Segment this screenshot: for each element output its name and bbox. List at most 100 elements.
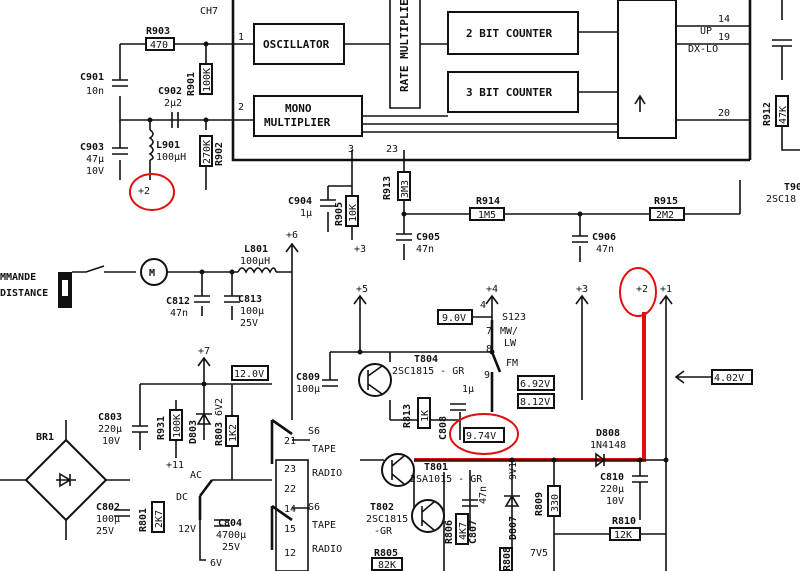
rail-plus2: +2: [636, 284, 648, 295]
label-12v: 12V: [178, 524, 196, 535]
svg-text:4.02V: 4.02V: [714, 373, 744, 384]
svg-text:47n: 47n: [596, 244, 614, 255]
svg-text:C808: C808: [438, 416, 449, 440]
svg-text:100µH: 100µH: [240, 256, 270, 267]
r803: 1K2 R803: [214, 415, 239, 447]
svg-text:330: 330: [550, 494, 561, 512]
svg-text:TAPE: TAPE: [312, 520, 336, 531]
svg-text:47n: 47n: [170, 308, 188, 319]
svg-text:R914: R914: [476, 196, 500, 207]
commande-connector: MMANDE DISTANCE: [0, 265, 136, 308]
v9-74-box: 9.74V: [463, 427, 505, 443]
svg-text:2M2: 2M2: [656, 210, 674, 221]
svg-text:R809: R809: [534, 492, 545, 516]
c903: C903 47µ 10V: [80, 142, 128, 177]
svg-text:D807: D807: [508, 516, 519, 540]
svg-text:9.0V: 9.0V: [442, 313, 466, 324]
c809: C809 100µ: [296, 372, 338, 395]
svg-text:LW: LW: [504, 338, 517, 349]
svg-text:25V: 25V: [96, 526, 114, 537]
right-logic-block: UP DX-LO 14 19 20: [617, 0, 750, 139]
svg-text:C810: C810: [600, 472, 624, 483]
svg-text:10V: 10V: [606, 496, 624, 507]
svg-text:2SC18: 2SC18: [766, 194, 796, 205]
svg-text:2SC1815: 2SC1815: [366, 514, 408, 525]
c902: C902 2µ2: [158, 86, 182, 128]
svg-text:C906: C906: [592, 232, 616, 243]
svg-text:R801: R801: [138, 508, 149, 532]
pin-2: 2: [238, 102, 244, 113]
svg-text:82K: 82K: [378, 560, 396, 571]
v9-0-box: 9.0V: [437, 309, 492, 325]
svg-text:S6: S6: [308, 426, 320, 437]
svg-text:100K: 100K: [202, 68, 213, 92]
svg-text:T801: T801: [424, 462, 448, 473]
motor: M: [140, 258, 168, 286]
rate-multiplier-label: RATE MULTIPLIER: [398, 0, 411, 92]
svg-text:R905: R905: [334, 202, 345, 226]
svg-text:R912: R912: [762, 102, 773, 126]
t801: T801 2SA1015 - GR: [381, 453, 483, 487]
rails: +5 +4 +3 +2 +1 +7 +11: [166, 284, 673, 571]
svg-text:S6: S6: [308, 502, 320, 513]
c808: 1µ C808: [438, 384, 474, 440]
svg-text:25V: 25V: [240, 318, 258, 329]
svg-text:100µ: 100µ: [240, 306, 264, 317]
svg-text:R915: R915: [654, 196, 678, 207]
svg-text:RADIO: RADIO: [312, 544, 342, 555]
svg-text:C812: C812: [166, 296, 190, 307]
svg-text:21: 21: [284, 436, 296, 447]
three-bit-counter-block: 3 BIT COUNTER: [447, 71, 579, 113]
br1-bridge: BR1: [0, 420, 130, 540]
multiplier-label: MULTIPLIER: [264, 116, 331, 129]
svg-text:R803: R803: [214, 422, 225, 446]
c810: C810 220µ 10V: [600, 460, 648, 520]
svg-text:8.12V: 8.12V: [520, 397, 550, 408]
label-6v: 6V: [210, 558, 222, 569]
svg-text:220µ: 220µ: [98, 424, 122, 435]
svg-text:23: 23: [284, 464, 296, 475]
svg-text:470: 470: [150, 40, 168, 51]
three-bit-counter-label: 3 BIT COUNTER: [466, 86, 552, 99]
dxlo-label: DX-LO: [688, 44, 718, 55]
c906: C906 47n: [572, 232, 616, 255]
svg-text:T804: T804: [414, 354, 438, 365]
svg-text:1K2: 1K2: [228, 424, 239, 442]
t802: T802 2SC1815 -GR: [366, 499, 445, 537]
svg-text:10V: 10V: [86, 166, 104, 177]
svg-text:R806: R806: [444, 520, 455, 544]
rail-plus6: +6: [286, 230, 298, 241]
svg-text:C803: C803: [98, 412, 122, 423]
svg-text:-GR: -GR: [374, 526, 393, 537]
svg-text:R913: R913: [382, 176, 393, 200]
red-circle-plus2-left: [129, 173, 175, 211]
svg-text:C813: C813: [238, 294, 262, 305]
svg-text:T90: T90: [784, 182, 800, 193]
svg-text:T802: T802: [370, 502, 394, 513]
rail-plus5: +5: [356, 284, 368, 295]
r905: 10K R905 +3: [334, 195, 366, 255]
s6-switch-block: S6 TAPE RADIO 21 23 22 S6 TAPE RADIO 14 …: [270, 418, 342, 571]
label-7v5: 7V5: [530, 548, 548, 559]
svg-text:D803: D803: [188, 420, 199, 444]
r806: 4K7 R806: [444, 513, 469, 545]
c901: C901 10n: [80, 72, 128, 97]
svg-text:22: 22: [284, 484, 296, 495]
r903: 470 R903: [145, 26, 175, 51]
svg-text:1N4148: 1N4148: [590, 440, 626, 451]
svg-text:MMANDE: MMANDE: [0, 272, 36, 283]
svg-text:4: 4: [480, 300, 486, 311]
t804: T804 2SC1815 - GR: [358, 354, 465, 397]
svg-text:100µH: 100µH: [156, 152, 186, 163]
svg-text:1µ: 1µ: [462, 384, 474, 395]
r809: 330 R809: [534, 460, 561, 571]
svg-text:R902: R902: [214, 142, 225, 166]
svg-text:12.0V: 12.0V: [234, 369, 264, 380]
red-circle-9-74v: [449, 413, 519, 455]
svg-text:14: 14: [284, 504, 296, 515]
svg-text:C804: C804: [218, 518, 242, 529]
ic-ch7-label: CH7: [200, 6, 218, 17]
svg-text:L801: L801: [244, 244, 268, 255]
rail-plus11: +11: [166, 460, 184, 471]
svg-text:9: 9: [484, 370, 490, 381]
